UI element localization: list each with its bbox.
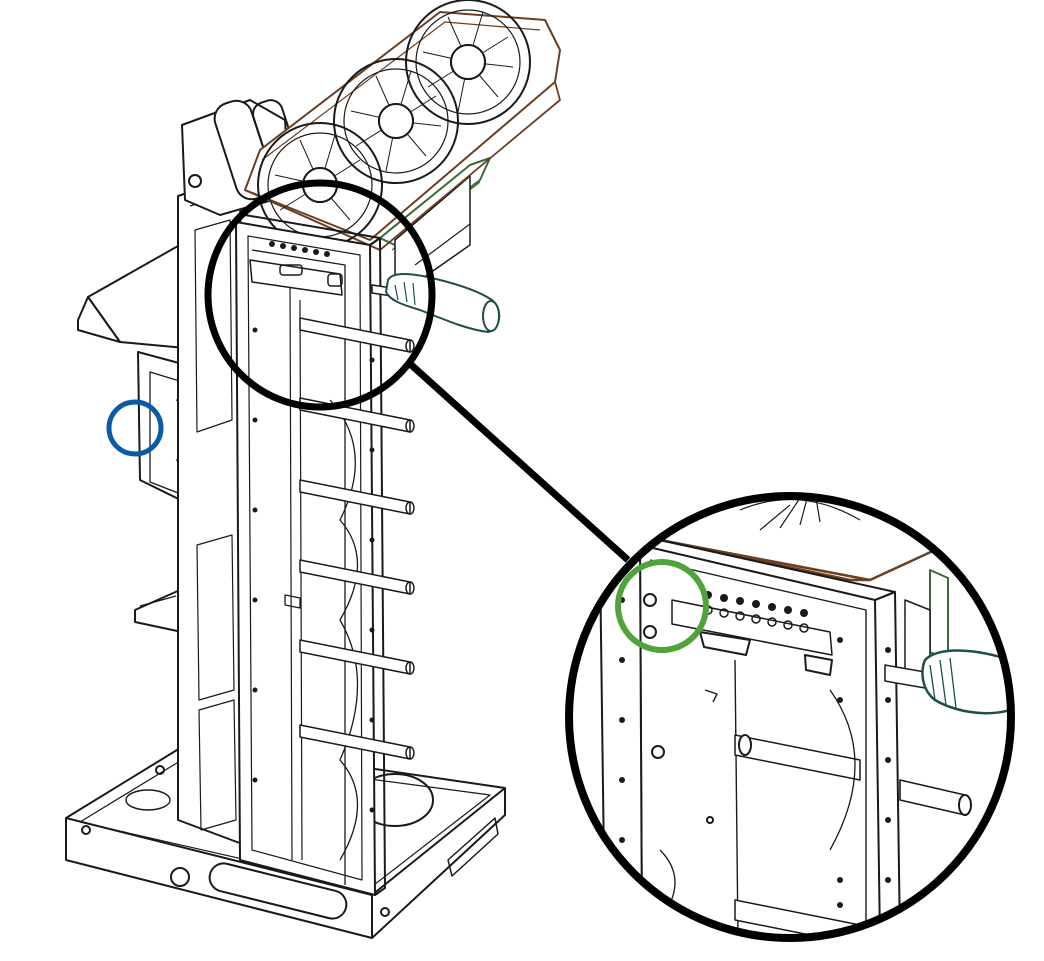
callout-leader-line [405,359,631,563]
screwdriver [371,273,501,333]
callout-detail-circle [565,492,1015,942]
marker-blue-circle [106,399,164,457]
detail-magnifier [565,492,1015,942]
callout-source-circle [204,179,436,411]
callout [204,179,631,563]
marker-green-circle [615,559,709,653]
tower-frame-front [235,214,415,896]
